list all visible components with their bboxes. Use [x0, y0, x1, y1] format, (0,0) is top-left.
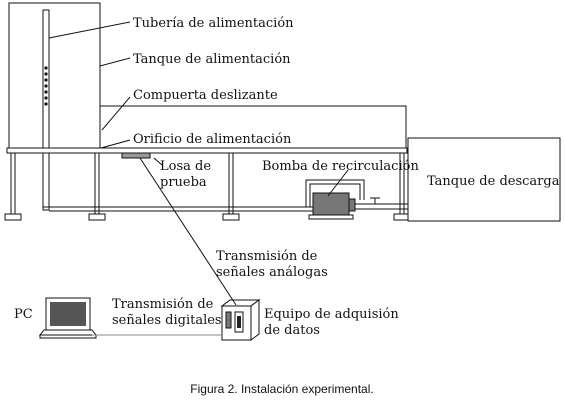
test-slab [121, 152, 151, 159]
label-sliding-gate: Compuerta deslizante [133, 88, 278, 103]
pipe-holes [44, 66, 48, 106]
label-recirculation-pump: Bomba de recirculación [262, 159, 419, 174]
figure-caption: Figura 2. Instalación experimental. [190, 382, 373, 396]
leader-lines [48, 21, 349, 336]
label-analog-2: señales análogas [216, 265, 328, 280]
table-top [6, 147, 408, 154]
label-feed-orifice: Orificio de alimentación [133, 132, 292, 147]
label-analog-1: Transmisión de [216, 249, 318, 264]
pc-icon [38, 297, 98, 339]
discharge-tank [407, 137, 561, 222]
label-digital-1: Transmisión de [112, 297, 214, 312]
label-daq-2: de datos [264, 323, 320, 338]
feed-pipe [42, 9, 50, 211]
label-daq-1: Equipo de adquisión [264, 307, 399, 322]
return-pipe [43, 206, 313, 212]
feed-tank [8, 2, 101, 154]
channel [99, 105, 407, 149]
daq-box [220, 299, 261, 341]
label-digital-2: señales digitales [112, 313, 222, 328]
label-feed-pipe: Tubería de alimentación [133, 16, 294, 31]
label-feed-tank: Tanque de alimentación [133, 52, 291, 67]
label-test-slab-2: prueba [160, 175, 207, 190]
label-pc: PC [14, 307, 33, 322]
pump-pipe [305, 179, 408, 210]
label-test-slab-1: Losa de [160, 159, 211, 174]
label-discharge-tank: Tanque de descarga [427, 174, 560, 189]
recirculation-pump [308, 192, 356, 220]
